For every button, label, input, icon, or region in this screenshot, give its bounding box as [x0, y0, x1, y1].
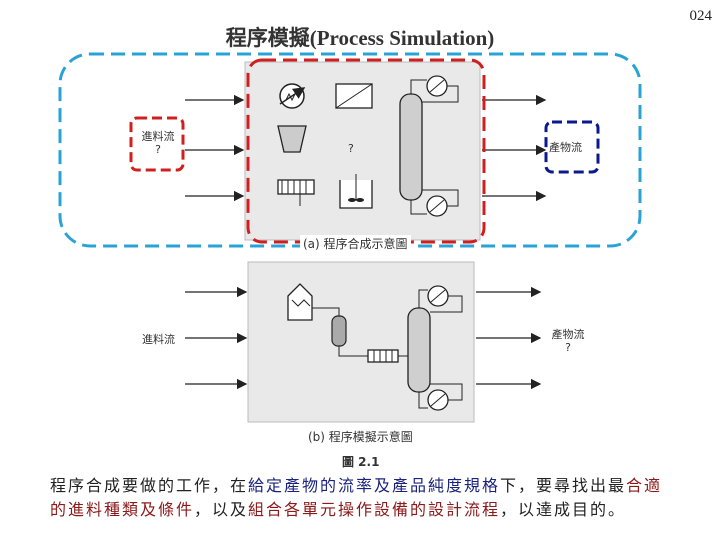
feed-label-a: 進料流 ? — [141, 130, 175, 156]
heat-exchanger-tube-icon — [277, 179, 315, 206]
heat-exchanger-icon — [279, 83, 306, 109]
body-seg-7: ，以達成目的。 — [500, 500, 627, 519]
body-seg-5: ，以及 — [194, 500, 249, 519]
product-arrows-b — [476, 286, 542, 390]
caption-a: (a) 程序合成示意圖 — [300, 235, 411, 252]
product-frame-a — [544, 120, 600, 174]
feed-label-b: 進料流 — [142, 333, 175, 346]
product-label-a: 產物流 — [549, 141, 582, 154]
body-paragraph: 程序合成要做的工作，在給定產物的流率及產品純度規格下，要尋找出最合適的進料種類及… — [50, 474, 680, 522]
process-lines-b — [312, 307, 408, 357]
body-seg-2: 給定產物的流率及產品純度規格 — [248, 476, 501, 495]
feed-label-a-text: 進料流 — [141, 130, 175, 143]
mixing-tank-icon — [339, 174, 373, 209]
product-label-b-mark: ? — [565, 341, 571, 354]
synthesis-boundary — [58, 52, 642, 248]
reactor-icon — [335, 83, 373, 109]
body-seg-4: 合適的進料種類及條件 — [50, 476, 663, 519]
packed-column-icon — [331, 315, 347, 347]
feed-arrows-a — [185, 94, 245, 202]
product-label-b-text: 產物流 — [551, 328, 585, 341]
distillation-column-b-icon — [407, 285, 463, 411]
product-label-b: 產物流 ? — [548, 328, 588, 354]
body-seg-3: 下，要尋找出最 — [500, 476, 627, 495]
feed-frame-a — [129, 116, 185, 172]
body-seg-6: 組合各單元操作設備的設計流程 — [248, 500, 501, 519]
page-number: 024 — [689, 8, 713, 24]
feed-arrows-b — [185, 286, 248, 390]
feed-label-a-mark: ? — [155, 143, 161, 156]
heat-exchanger-tube-b-icon — [367, 349, 399, 363]
crusher-icon — [277, 125, 307, 153]
body-seg-1: 程序合成要做的工作，在 — [50, 476, 249, 495]
unknown-process-mark: ? — [348, 142, 354, 155]
page-title: 程序模擬(Process Simulation) — [225, 26, 495, 50]
product-arrows-a — [482, 94, 547, 202]
distillation-column-icon — [399, 75, 459, 217]
figure-number: 圖 2.1 — [342, 455, 380, 469]
caption-b: (b) 程序模擬示意圖 — [308, 430, 413, 444]
